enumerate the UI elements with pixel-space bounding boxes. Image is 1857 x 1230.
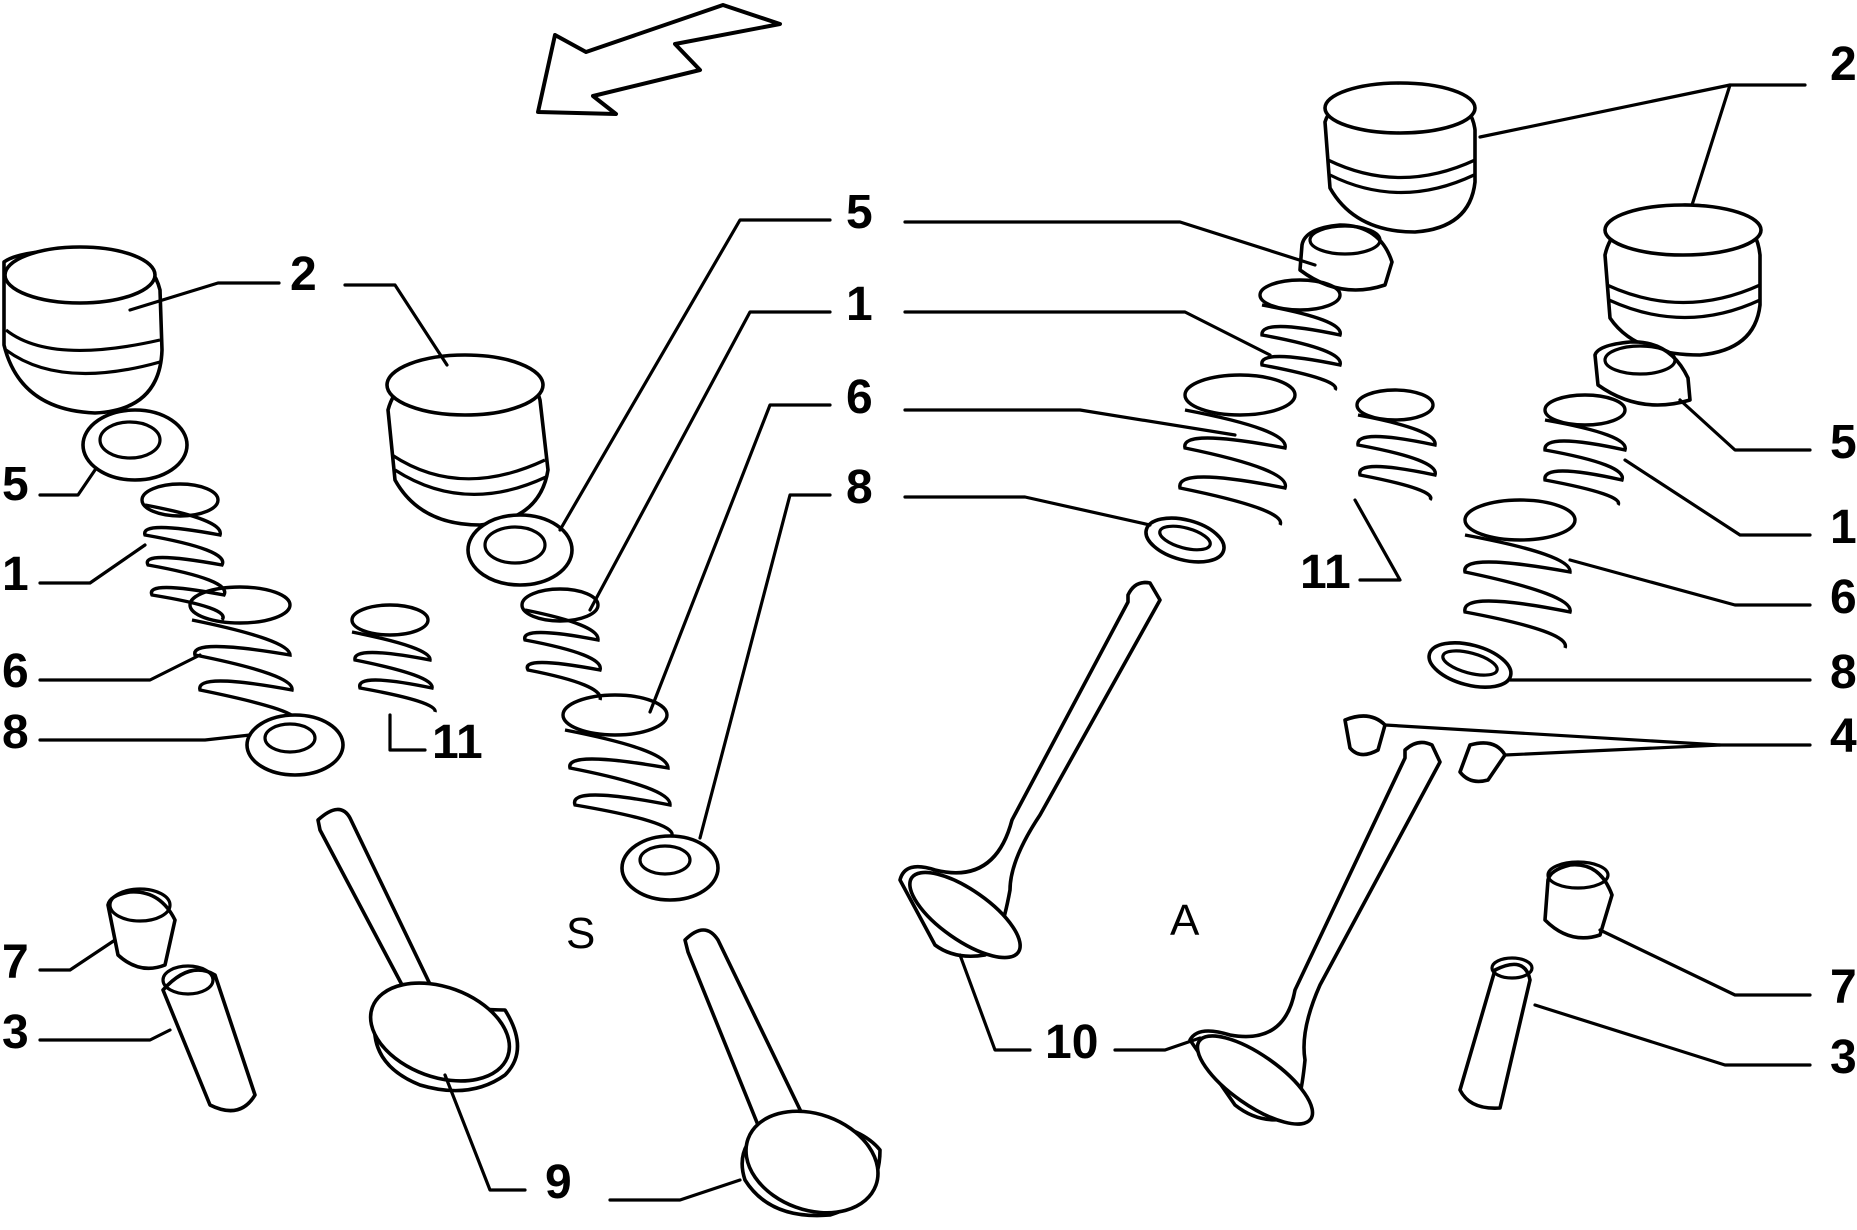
single-spring-left xyxy=(350,603,437,713)
callout-right-7: 7 xyxy=(1830,961,1857,1014)
callout-right-2: 2 xyxy=(1830,38,1857,91)
single-spring-right xyxy=(1355,388,1437,502)
left-callouts: 2 5 1 6 8 11 7 3 9 xyxy=(2,248,742,1209)
callout-mid-6: 6 xyxy=(846,371,873,424)
middle-callouts: 5 1 6 8 xyxy=(558,186,873,840)
tappet-left-b xyxy=(385,353,550,527)
callout-mid-8: 8 xyxy=(846,461,873,514)
callout-left-2: 2 xyxy=(290,248,317,301)
callout-left-1: 1 xyxy=(2,548,29,601)
valve-collet-b xyxy=(1458,741,1507,784)
intake-side-label: A xyxy=(1170,896,1200,945)
valve-seal-left xyxy=(106,887,177,971)
spring-seat-left-a xyxy=(245,713,345,777)
tappet-left-a xyxy=(2,245,164,415)
spring-cap-right-b xyxy=(1593,340,1692,407)
spring-cap-left-b xyxy=(466,513,574,587)
callout-left-3: 3 xyxy=(2,1006,29,1059)
outer-spring-left-a xyxy=(188,585,297,721)
callout-right-6: 6 xyxy=(1830,571,1857,624)
callout-left-9: 9 xyxy=(545,1156,572,1209)
callout-right-11: 11 xyxy=(1300,546,1351,599)
callout-right-3: 3 xyxy=(1830,1031,1857,1084)
callout-right-10: 10 xyxy=(1045,1016,1098,1069)
spring-seat-right-a xyxy=(1144,516,1226,564)
spring-seat-right-b xyxy=(1427,641,1513,689)
outer-spring-right-b xyxy=(1463,498,1577,649)
inner-spring-left-b xyxy=(520,587,602,701)
callout-right-4: 4 xyxy=(1830,710,1857,763)
intake-valve-a xyxy=(898,580,1162,960)
exhaust-side-label: S xyxy=(566,909,595,958)
callout-left-6: 6 xyxy=(2,645,29,698)
exhaust-valve-b xyxy=(683,928,882,1218)
spring-seat-left-b xyxy=(620,834,720,902)
callout-right-1: 1 xyxy=(1830,501,1857,554)
callout-mid-5: 5 xyxy=(846,186,873,239)
callout-right-5: 5 xyxy=(1830,416,1857,469)
valve-collet-a xyxy=(1343,714,1387,757)
spring-cap-left-a xyxy=(81,408,189,482)
callout-left-7: 7 xyxy=(2,936,29,989)
outer-spring-right-a xyxy=(1178,373,1297,526)
valve-guide-right xyxy=(1458,956,1534,1110)
callout-mid-1: 1 xyxy=(846,278,873,331)
callout-left-11: 11 xyxy=(432,716,483,769)
inner-spring-right-a xyxy=(1258,278,1342,391)
tappet-right-b xyxy=(1603,203,1763,357)
tappet-right-a xyxy=(1323,81,1477,234)
valve-seal-right xyxy=(1543,860,1614,940)
callout-left-8: 8 xyxy=(2,706,29,759)
intake-valve-b xyxy=(1188,740,1442,1126)
direction-arrow-icon xyxy=(536,3,782,116)
callout-left-5: 5 xyxy=(2,458,29,511)
inner-spring-left-a xyxy=(140,482,227,622)
callout-right-8: 8 xyxy=(1830,646,1857,699)
outer-spring-left-b xyxy=(561,693,674,836)
exhaust-valve-a xyxy=(316,807,520,1093)
right-callouts: 2 5 1 6 8 4 7 3 11 10 xyxy=(903,38,1857,1084)
inner-spring-right-b xyxy=(1543,393,1627,506)
valve-guide-left xyxy=(161,964,257,1113)
